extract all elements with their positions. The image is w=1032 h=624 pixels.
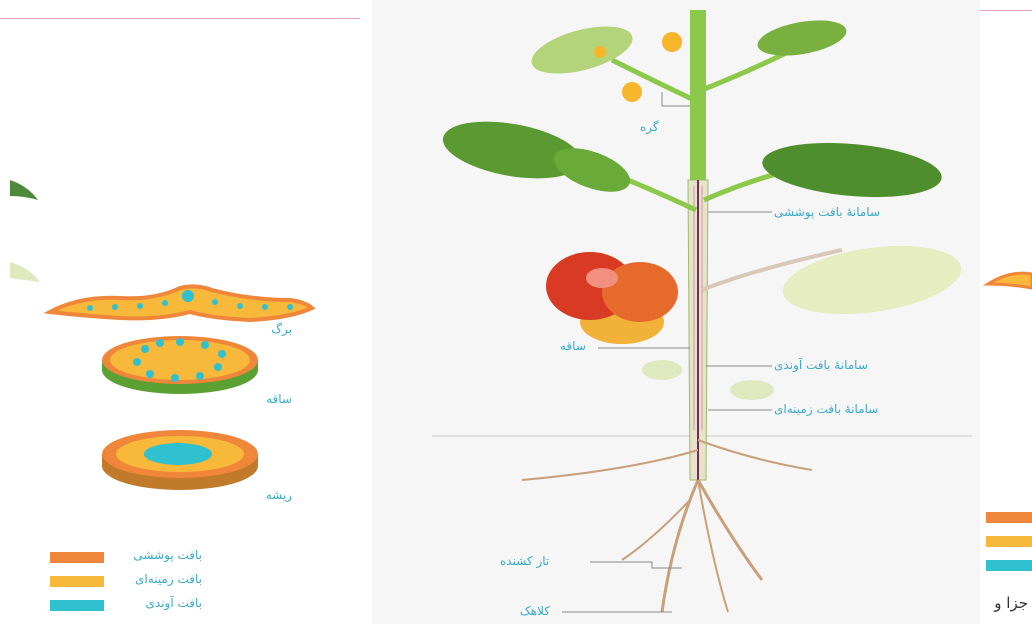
legend-label-ground: بافت زمینه‌ای [135, 572, 202, 586]
right-swatch-ground [986, 536, 1032, 547]
root-label: ریشه [266, 488, 292, 502]
right-swatch-vascular [986, 560, 1032, 571]
stem-cross-section [102, 336, 258, 394]
legend-label-vascular: بافت آوندی [146, 596, 203, 610]
main-stem [688, 10, 708, 480]
label-node: گره [640, 120, 659, 134]
right-page: جزا و [980, 0, 1032, 624]
label-dermal-system: سامانهٔ بافت پوششی [774, 205, 880, 219]
label-ground-system: سامانهٔ بافت زمینه‌ای [774, 402, 878, 416]
leaf-label: برگ [271, 322, 292, 336]
center-page: گره سامانهٔ بافت پوششی ساقه سامانهٔ بافت… [372, 0, 980, 624]
partial-leaf-pale [10, 262, 40, 282]
stem-label: ساقه [266, 392, 292, 406]
partial-leaf [10, 180, 38, 200]
partial-diagram-right [980, 0, 1032, 624]
leaf-cross-section [50, 286, 312, 320]
root-cross-section [102, 430, 258, 490]
legend-swatch-dermal [50, 552, 104, 563]
label-root-hair: تار کشنده [500, 554, 549, 568]
legend-swatch-ground [50, 576, 104, 587]
right-swatch-dermal [986, 512, 1032, 523]
roots [522, 440, 812, 612]
legend-label-dermal: بافت پوششی [133, 548, 202, 562]
legend-swatch-vascular [50, 600, 104, 611]
label-root-cap: کلاهک [520, 604, 550, 618]
tomato-plant-illustration [372, 0, 980, 624]
partial-leaf-section [988, 273, 1032, 288]
tomato-fruit [546, 252, 678, 344]
right-partial-text: جزا و [994, 594, 1028, 612]
tissue-diagram [0, 0, 372, 624]
left-page: برگ ساقه ریشه بافت پوششی بافت زمینه‌ای ب… [0, 0, 372, 624]
label-vascular-system: سامانهٔ بافت آوندی [774, 358, 868, 372]
label-stem: ساقه [560, 339, 586, 353]
